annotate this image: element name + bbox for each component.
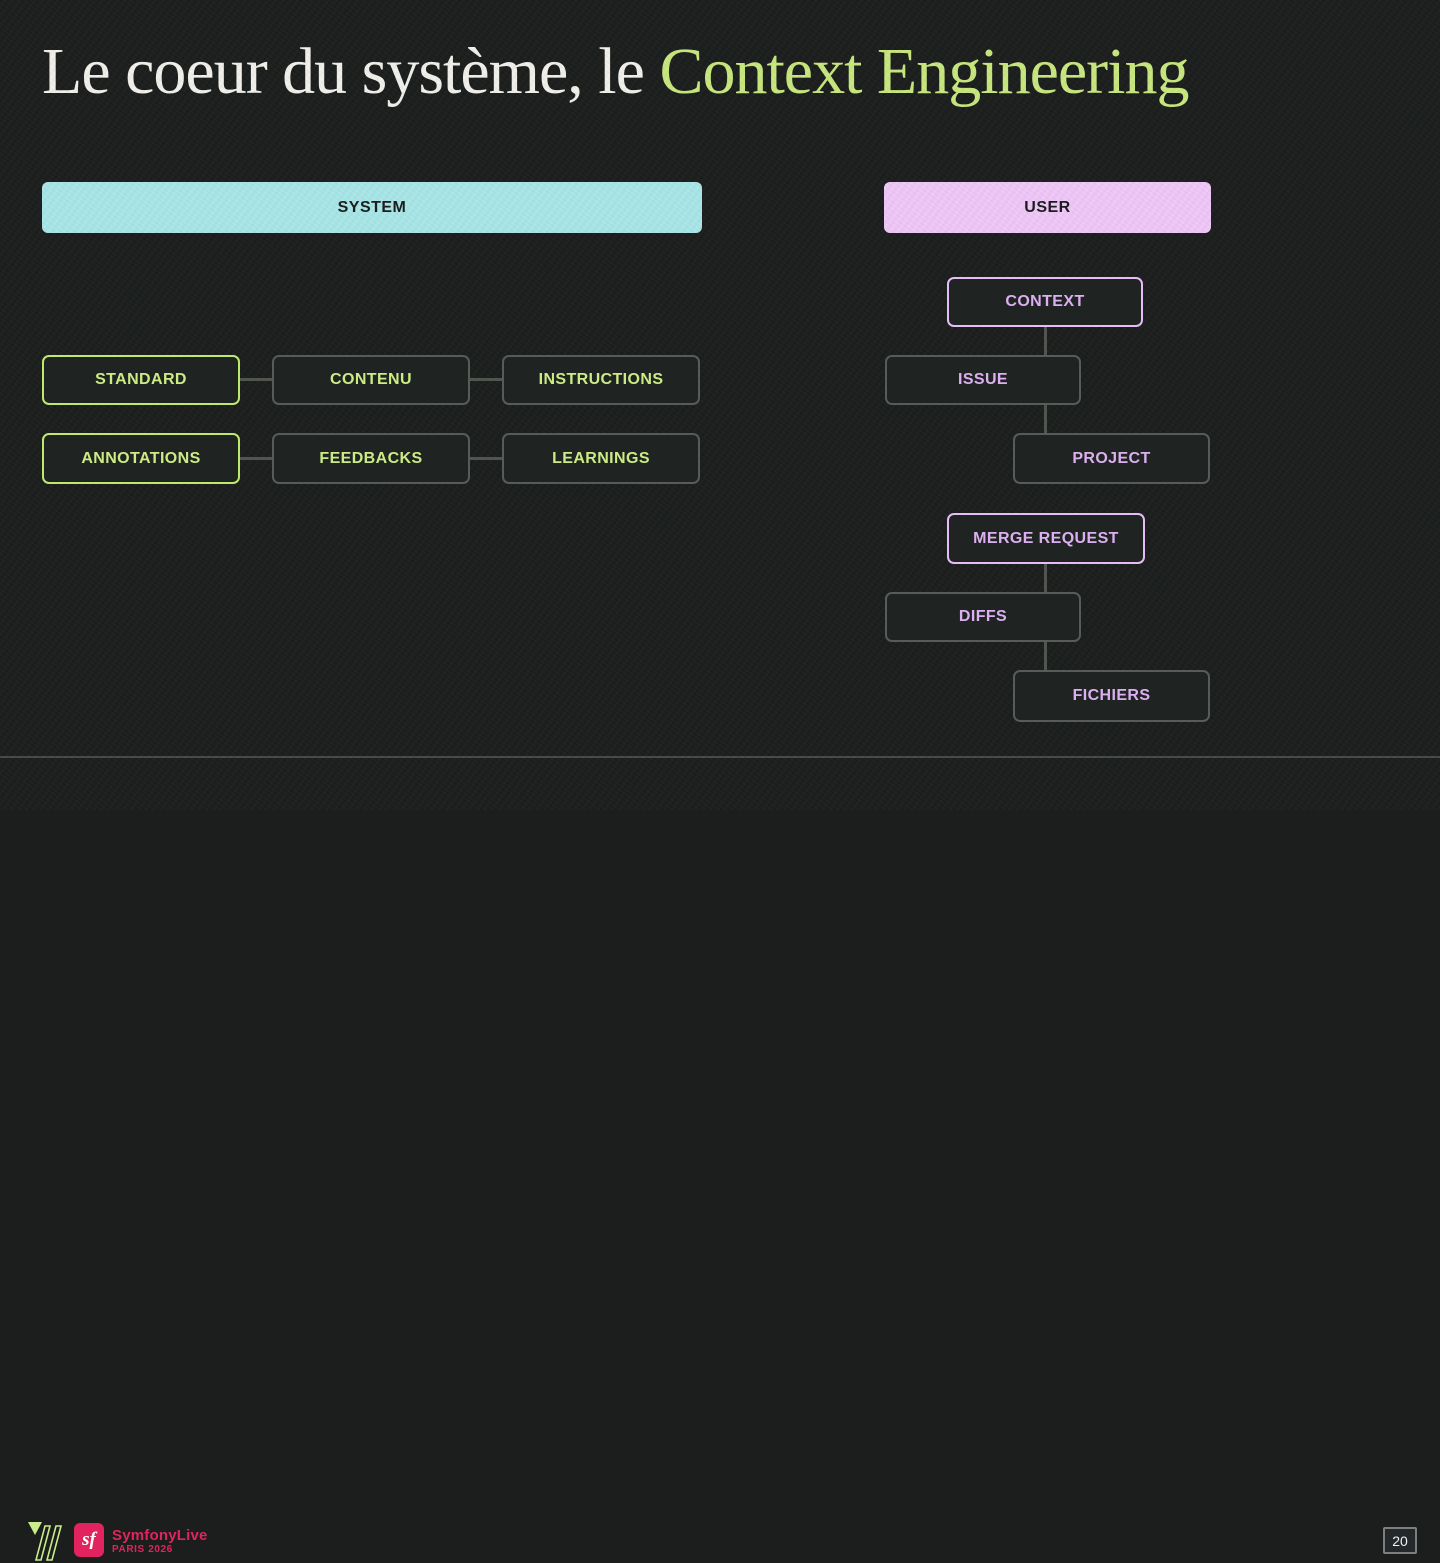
node-diffs: DIFFS bbox=[885, 592, 1081, 642]
node-instructions: INSTRUCTIONS bbox=[502, 355, 700, 405]
brand-name: SymfonyLive bbox=[112, 1527, 208, 1544]
connector-context-issue bbox=[1044, 327, 1047, 355]
page-number-badge: 20 bbox=[1383, 1527, 1417, 1554]
brand-logo-icon bbox=[28, 1522, 63, 1561]
brand-location: PARIS 2026 bbox=[112, 1544, 173, 1555]
node-merge-request: MERGE REQUEST bbox=[947, 513, 1145, 564]
symfony-logo-icon: sf bbox=[74, 1523, 104, 1557]
connector-annotations-feedbacks bbox=[240, 457, 272, 460]
connector-diffs-fichiers bbox=[1044, 642, 1047, 670]
node-context: CONTEXT bbox=[947, 277, 1143, 327]
node-annotations: ANNOTATIONS bbox=[42, 433, 240, 484]
slide-title-highlight: Context Engineering bbox=[659, 35, 1189, 108]
connector-contenu-instructions bbox=[470, 378, 502, 381]
system-section-header: SYSTEM bbox=[42, 182, 702, 233]
slide-title-prefix: Le coeur du système, le bbox=[42, 35, 660, 108]
footer: sf SymfonyLive PARIS 2026 20 bbox=[0, 758, 1440, 1561]
connector-standard-contenu bbox=[240, 378, 272, 381]
connector-feedbacks-learnings bbox=[470, 457, 502, 460]
node-learnings: LEARNINGS bbox=[502, 433, 700, 484]
node-feedbacks: FEEDBACKS bbox=[272, 433, 470, 484]
symfony-live-wordmark: SymfonyLive PARIS 2026 bbox=[112, 1528, 208, 1556]
node-contenu: CONTENU bbox=[272, 355, 470, 405]
node-fichiers: FICHIERS bbox=[1013, 670, 1210, 722]
connector-merge-diffs bbox=[1044, 564, 1047, 592]
node-standard: STANDARD bbox=[42, 355, 240, 405]
user-section-header: USER bbox=[884, 182, 1211, 233]
slide-title: Le coeur du système, le Context Engineer… bbox=[42, 34, 1402, 110]
footer-divider bbox=[0, 756, 1440, 758]
node-project: PROJECT bbox=[1013, 433, 1210, 484]
node-issue: ISSUE bbox=[885, 355, 1081, 405]
connector-issue-project bbox=[1044, 405, 1047, 433]
